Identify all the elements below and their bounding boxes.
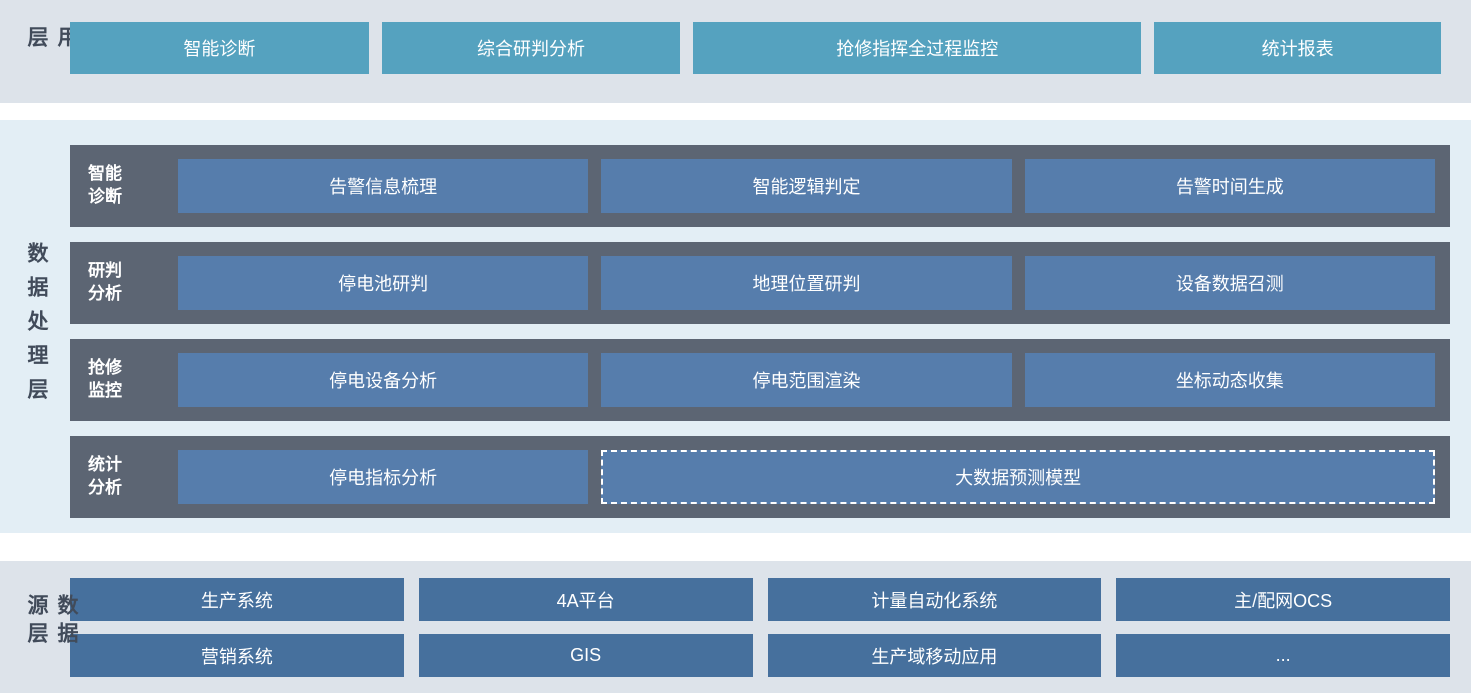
- app-block-repair-command-monitoring: 抢修指挥全过程监控: [693, 22, 1142, 74]
- process-block: 告警信息梳理: [178, 159, 589, 213]
- process-block: 停电池研判: [178, 256, 589, 310]
- process-block: 设备数据召测: [1024, 256, 1435, 310]
- app-block-comprehensive-analysis: 综合研判分析: [381, 22, 681, 74]
- process-block: 智能逻辑判定: [601, 159, 1012, 213]
- process-row-label: 智能 诊断: [88, 163, 160, 209]
- source-block: 主/配网OCS: [1116, 578, 1450, 621]
- process-row-label: 研判 分析: [88, 260, 160, 306]
- process-row-label-line: 智能: [88, 164, 122, 184]
- app-block-intelligent-diagnosis: 智能诊断: [70, 22, 369, 74]
- process-row-blocks: 停电指标分析 大数据预测模型: [178, 450, 1435, 504]
- process-row-label-line: 诊断: [88, 187, 122, 206]
- process-row-intelligent-diagnosis: 智能 诊断 告警信息梳理 智能逻辑判定 告警时间生成: [70, 145, 1450, 227]
- process-block: 告警时间生成: [1024, 159, 1435, 213]
- process-row-label: 抢修 监控: [88, 357, 160, 403]
- process-row-statistics-analysis: 统计 分析 停电指标分析 大数据预测模型: [70, 436, 1450, 518]
- process-block: 停电范围渲染: [601, 353, 1012, 407]
- process-row-label-line: 分析: [88, 478, 122, 497]
- process-row-label-line: 分析: [88, 284, 122, 303]
- process-block: 停电设备分析: [178, 353, 589, 407]
- source-block: 生产系统: [70, 578, 404, 621]
- source-block: GIS: [418, 634, 753, 677]
- band-data-processing-layer: 数据处理层 智能 诊断 告警信息梳理 智能逻辑判定 告警时间生成 研判 分析 停…: [0, 120, 1471, 533]
- process-row-blocks: 停电池研判 地理位置研判 设备数据召测: [178, 256, 1435, 310]
- process-row-label-line: 抢修: [88, 358, 122, 378]
- process-row-blocks: 告警信息梳理 智能逻辑判定 告警时间生成: [178, 159, 1435, 213]
- layer-label-data-source: 数据源层: [25, 594, 78, 650]
- process-row-label: 统计 分析: [88, 454, 160, 500]
- source-block: 生产域移动应用: [767, 634, 1102, 677]
- source-block: 4A平台: [418, 578, 753, 621]
- process-row-label-line: 统计: [88, 455, 122, 475]
- app-block-statistics-report: 统计报表: [1154, 22, 1441, 74]
- process-block: 停电指标分析: [178, 450, 589, 504]
- source-row-2: 营销系统 GIS 生产域移动应用 ...: [70, 634, 1450, 677]
- process-row-blocks: 停电设备分析 停电范围渲染 坐标动态收集: [178, 353, 1435, 407]
- band-data-source-layer: 数据源层 生产系统 4A平台 计量自动化系统 主/配网OCS 营销系统 GIS …: [0, 561, 1471, 693]
- process-block: 坐标动态收集: [1024, 353, 1435, 407]
- process-block: 地理位置研判: [601, 256, 1012, 310]
- source-block: 营销系统: [70, 634, 404, 677]
- process-row-label-line: 监控: [88, 381, 122, 400]
- process-row-repair-monitoring: 抢修 监控 停电设备分析 停电范围渲染 坐标动态收集: [70, 339, 1450, 421]
- source-block: 计量自动化系统: [767, 578, 1102, 621]
- source-row-1: 生产系统 4A平台 计量自动化系统 主/配网OCS: [70, 578, 1450, 621]
- process-row-research-analysis: 研判 分析 停电池研判 地理位置研判 设备数据召测: [70, 242, 1450, 324]
- process-block-big-data-prediction-model-dashed: 大数据预测模型: [601, 450, 1435, 504]
- band-application-layer: 应用层 智能诊断 综合研判分析 抢修指挥全过程监控 统计报表: [0, 0, 1471, 103]
- source-block: ...: [1116, 634, 1450, 677]
- layer-label-data-processing: 数据处理层: [25, 241, 48, 412]
- process-row-label-line: 研判: [88, 261, 122, 281]
- app-layer-blocks: 智能诊断 综合研判分析 抢修指挥全过程监控 统计报表: [70, 22, 1441, 74]
